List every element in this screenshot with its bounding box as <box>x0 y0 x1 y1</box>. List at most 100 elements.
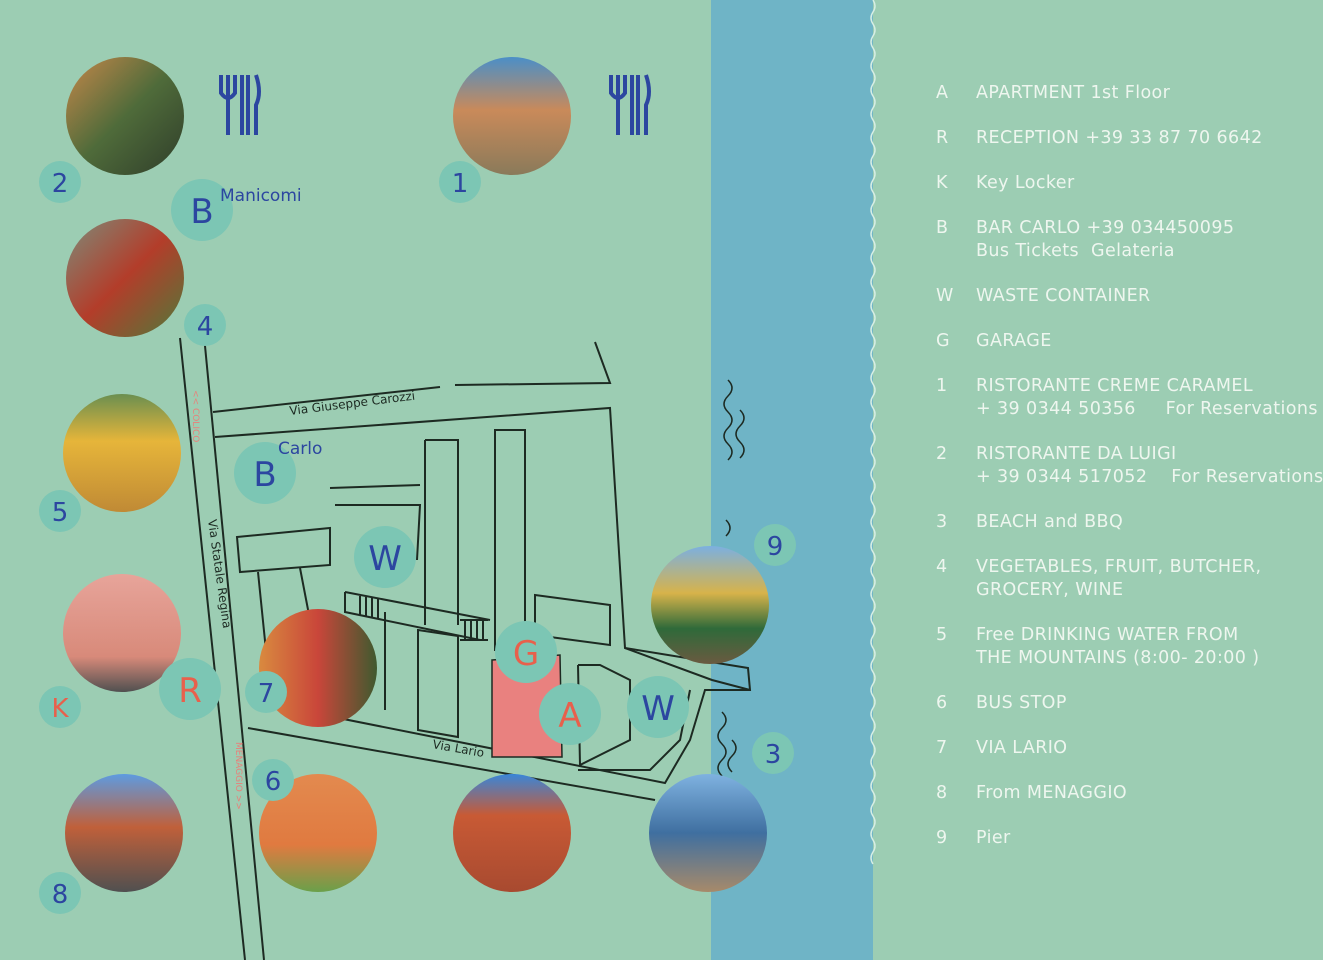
svg-text:2: 2 <box>52 169 69 199</box>
svg-text:B: B <box>190 192 213 232</box>
legend-item: 5 Free DRINKING WATER FROM THE MOUNTAINS (… <box>930 624 1320 670</box>
svg-text:8: 8 <box>52 880 69 910</box>
legend-key: B <box>936 218 949 238</box>
label-carlo: Carlo <box>278 439 322 459</box>
legend-key: 4 <box>936 557 948 577</box>
svg-text:W: W <box>641 689 675 729</box>
svg-text:G: G <box>513 634 539 674</box>
legend-item: 7 VIA LARIO <box>930 737 1320 760</box>
legend-key: 2 <box>936 444 948 464</box>
photo-pier <box>651 546 769 664</box>
svg-text:7: 7 <box>258 679 275 709</box>
legend-text: RISTORANTE CREME CARAMEL <box>976 376 1253 396</box>
legend-key: R <box>936 128 949 148</box>
legend-item: A APARTMENT 1st Floor <box>930 82 1320 105</box>
photo-bus-stop <box>259 774 377 892</box>
legend-text: BUS STOP <box>976 693 1067 713</box>
water-wave-icons <box>717 379 745 777</box>
marker-bar-carlo[interactable]: B <box>234 442 296 504</box>
legend-key: 1 <box>936 376 948 396</box>
legend-key: A <box>936 83 949 103</box>
legend-key: W <box>936 286 954 306</box>
cutlery-icon <box>609 74 651 135</box>
legend-key: 9 <box>936 828 948 848</box>
legend-text: WASTE CONTAINER <box>976 286 1151 306</box>
label-manicomi: Manicomi <box>220 186 302 206</box>
photo-creme-caramel <box>453 57 571 175</box>
marker-2[interactable]: 2 <box>39 161 81 203</box>
marker-8[interactable]: 8 <box>39 872 81 914</box>
marker-1[interactable]: 1 <box>439 161 481 203</box>
legend-item: 4 VEGETABLES, FRUIT, BUTCHER, GROCERY, WIN… <box>930 556 1320 602</box>
cutlery-icon <box>219 74 261 135</box>
legend-item: 1 RISTORANTE CREME CARAMEL + 39 0344 50356… <box>930 375 1320 421</box>
photo-water-fountain <box>63 394 181 512</box>
legend-item: G GARAGE <box>930 330 1320 353</box>
svg-text:6: 6 <box>265 767 282 797</box>
legend-item: 6 BUS STOP <box>930 692 1320 715</box>
legend-key: G <box>936 331 950 351</box>
legend-key: 6 <box>936 693 948 713</box>
marker-bar-manicomi[interactable]: B <box>171 179 233 241</box>
legend-key: K <box>936 173 948 193</box>
street-carozzi: Via Giuseppe Carozzi <box>289 389 416 418</box>
legend-key: 7 <box>936 738 948 758</box>
marker-9[interactable]: 9 <box>754 524 796 566</box>
marker-apartment[interactable]: A <box>539 683 601 745</box>
legend-text: APARTMENT 1st Floor <box>976 83 1171 103</box>
legend-text: GARAGE <box>976 331 1052 351</box>
svg-text:A: A <box>558 696 581 736</box>
photo-ristorante-da-luigi <box>66 57 184 175</box>
photo-key-locker <box>63 574 181 692</box>
marker-5[interactable]: 5 <box>39 490 81 532</box>
legend-text: THE MOUNTAINS (8:00- 20:00 ) <box>976 648 1260 668</box>
svg-text:9: 9 <box>767 532 784 562</box>
legend-text: Bus Tickets Gelateria <box>976 241 1175 261</box>
direction-menaggio: MENAGGIO >> <box>233 742 243 810</box>
direction-colico: << COLICO <box>190 390 200 442</box>
marker-key-locker[interactable]: K <box>39 686 81 728</box>
marker-7[interactable]: 7 <box>245 671 287 713</box>
legend-item: 9 Pier <box>930 827 1320 850</box>
photo-via-lario <box>259 609 377 727</box>
shoreline <box>870 0 876 865</box>
marker-3[interactable]: 3 <box>752 732 794 774</box>
legend-key: 8 <box>936 783 948 803</box>
legend-key: 5 <box>936 625 948 645</box>
legend-text: RECEPTION +39 33 87 70 6642 <box>976 128 1263 148</box>
street-lario: Via Lario <box>431 737 485 760</box>
marker-4[interactable]: 4 <box>184 304 226 346</box>
marker-6[interactable]: 6 <box>252 759 294 801</box>
svg-text:1: 1 <box>452 169 469 199</box>
legend-text: Pier <box>976 828 1011 848</box>
marker-garage[interactable]: G <box>495 621 557 683</box>
legend-text: BAR CARLO +39 034450095 <box>976 218 1235 238</box>
legend-text: VEGETABLES, FRUIT, BUTCHER, <box>976 557 1262 577</box>
photo-grocery <box>66 219 184 337</box>
legend-item: 3 BEACH and BBQ <box>930 511 1320 534</box>
legend-item: K Key Locker <box>930 172 1320 195</box>
svg-text:R: R <box>178 671 202 711</box>
legend-text: VIA LARIO <box>976 738 1068 758</box>
legend-item: W WASTE CONTAINER <box>930 285 1320 308</box>
marker-reception[interactable]: R <box>159 658 221 720</box>
legend-text: Key Locker <box>976 173 1075 193</box>
legend-text: BEACH and BBQ <box>976 512 1124 532</box>
legend-text: Free DRINKING WATER FROM <box>976 625 1239 645</box>
svg-text:K: K <box>51 694 69 724</box>
photo-apartment <box>453 774 571 892</box>
legend-text: From MENAGGIO <box>976 783 1128 803</box>
marker-waste-1[interactable]: W <box>354 526 416 588</box>
legend-text: + 39 0344 50356 For Reservations <box>976 399 1318 419</box>
photo-beach <box>649 774 767 892</box>
legend-text: GROCERY, WINE <box>976 580 1124 600</box>
svg-text:B: B <box>253 455 276 495</box>
legend-key: 3 <box>936 512 948 532</box>
marker-waste-2[interactable]: W <box>627 676 689 738</box>
photo-from-menaggio <box>65 774 183 892</box>
svg-text:5: 5 <box>52 498 69 528</box>
svg-text:4: 4 <box>197 312 214 342</box>
